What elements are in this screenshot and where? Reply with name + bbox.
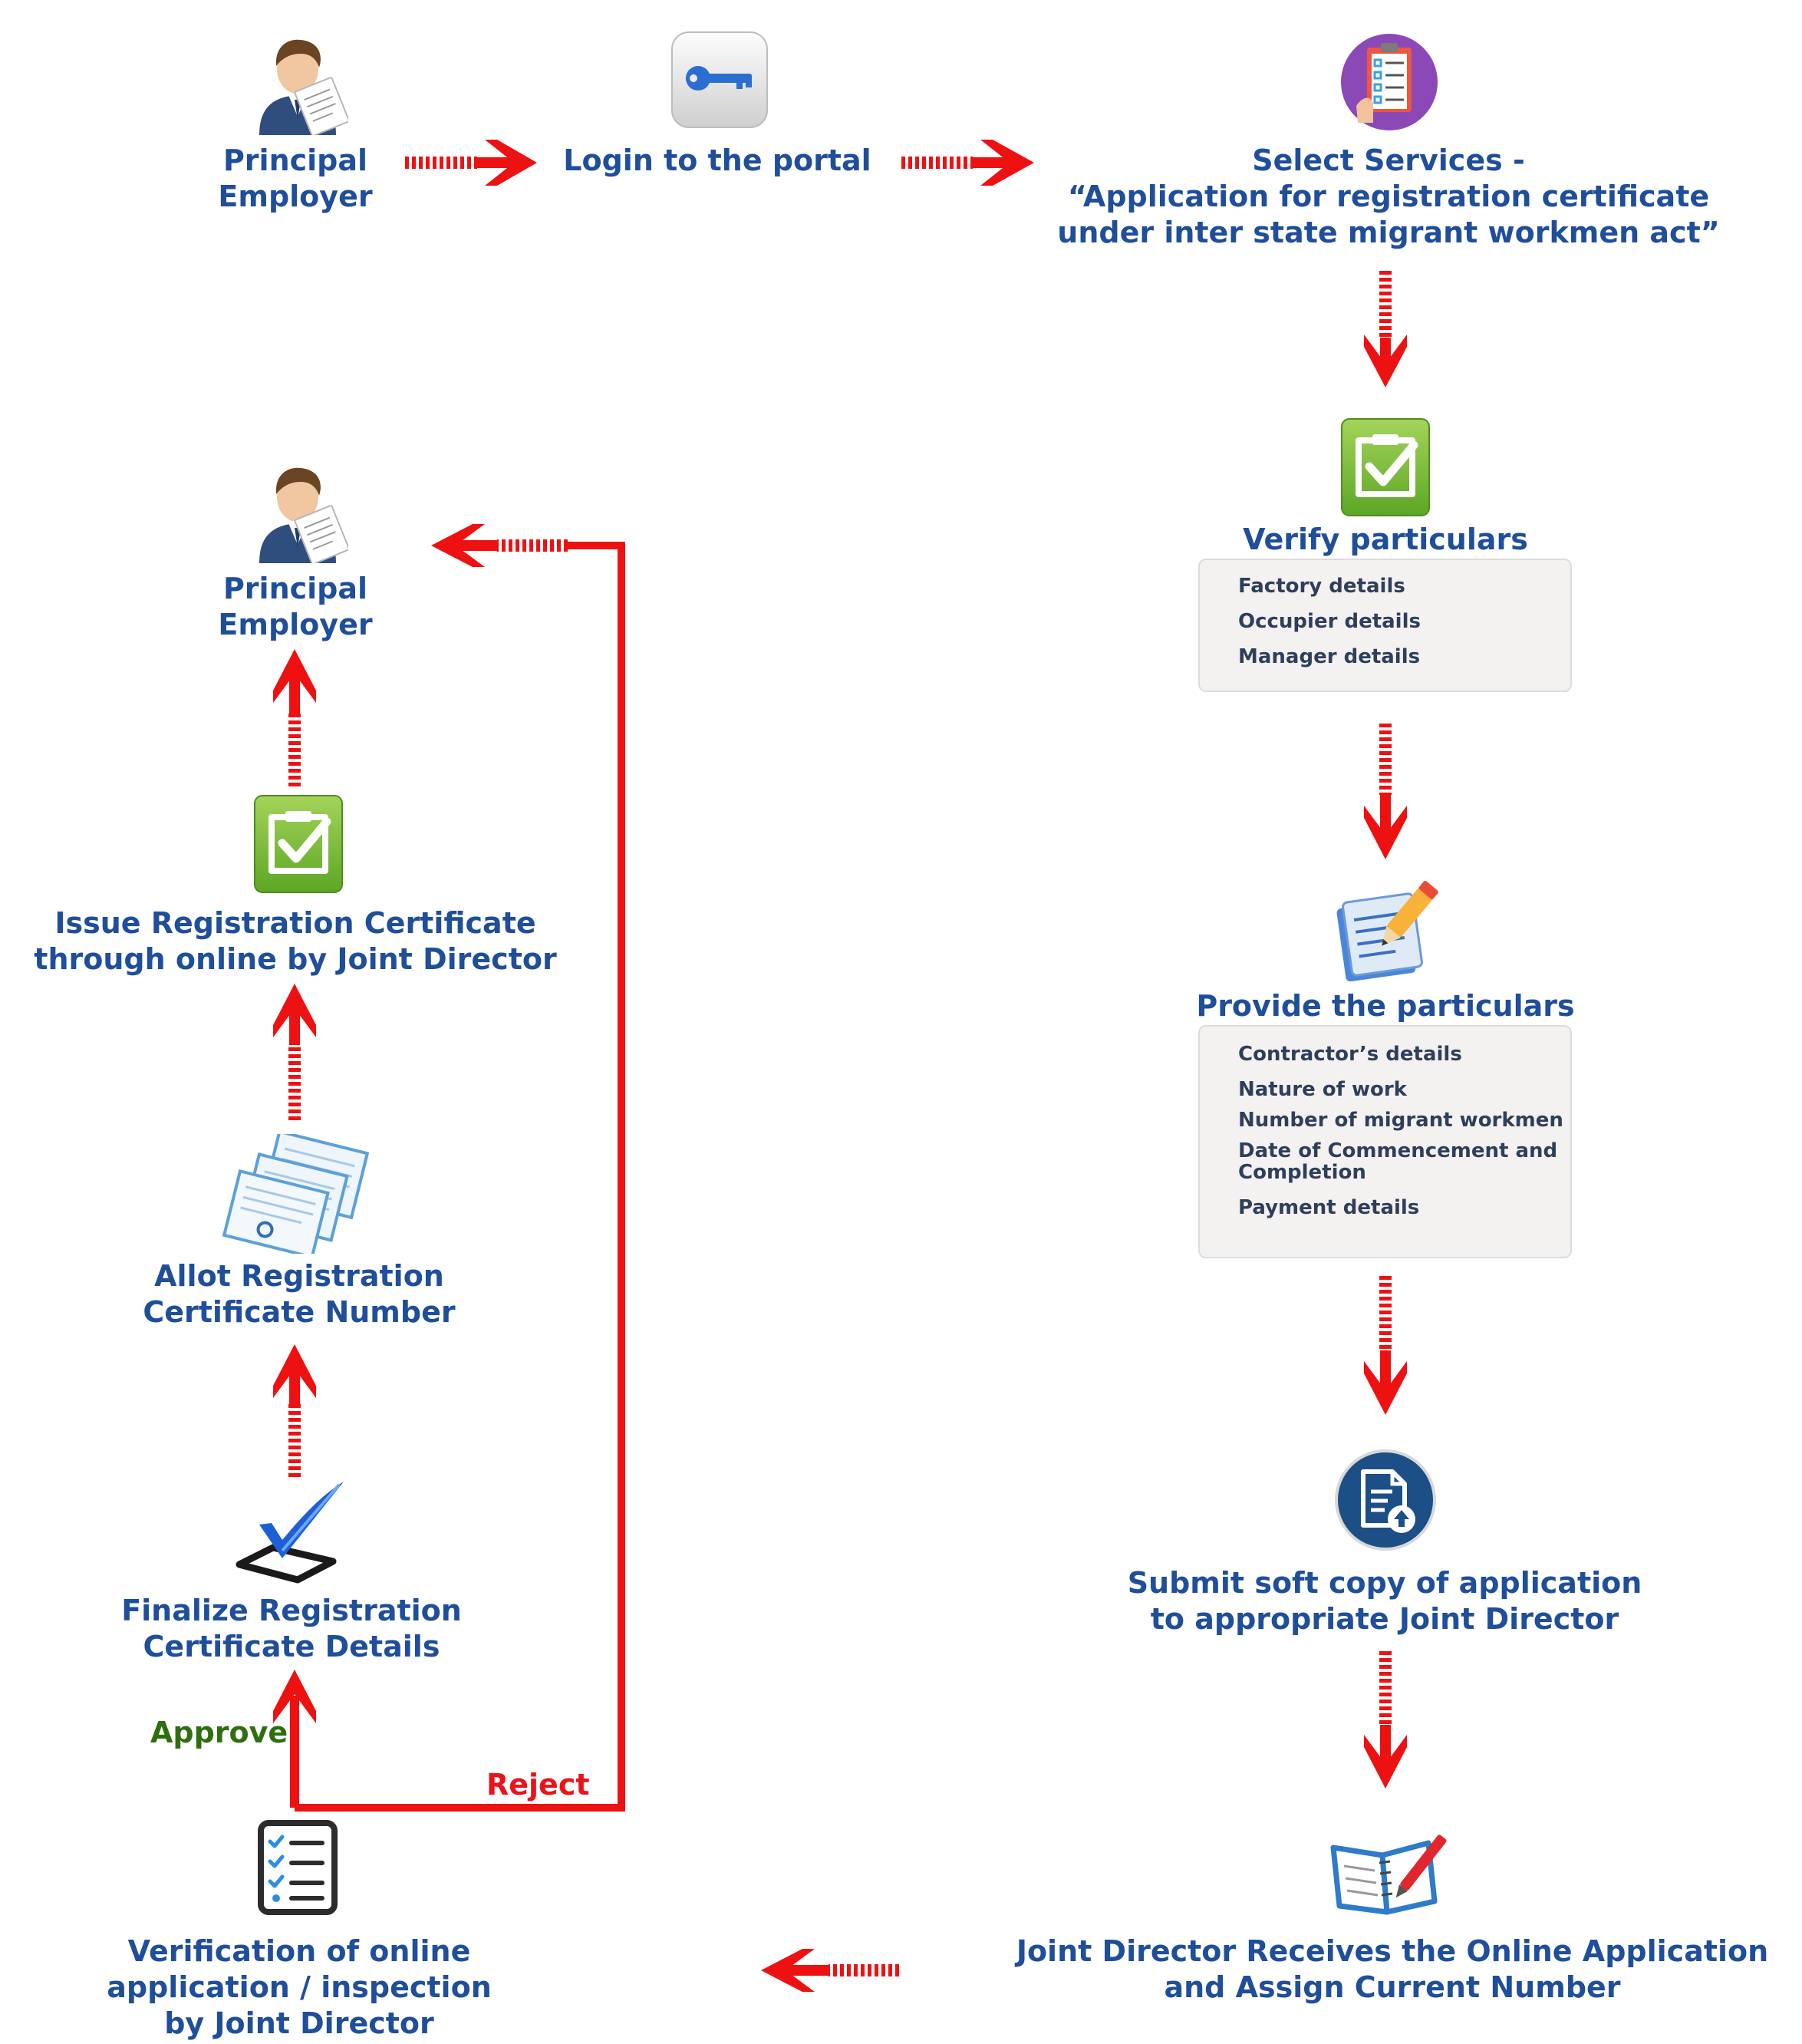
provide-details-box: Contractor’s details Nature of work Numb… — [1198, 1025, 1572, 1258]
node-jd-receives: Joint Director Receives the Online Appli… — [997, 1934, 1787, 2006]
arrow-services-to-verify — [1364, 271, 1407, 387]
arrow-allot-to-issue — [273, 984, 316, 1120]
node-label-line: Issue Registration Certificate — [54, 906, 536, 940]
node-label-line: Verification of online — [127, 1934, 471, 1968]
list-item: Factory details — [1238, 575, 1405, 598]
arrow-issue-to-employer — [273, 649, 316, 786]
node-login: Login to the portal — [552, 143, 882, 179]
list-item: Contractor’s details — [1238, 1043, 1462, 1066]
node-verify-particulars: Verify particulars — [1151, 522, 1620, 558]
list-item: Completion — [1238, 1161, 1366, 1184]
checkmark-icon — [236, 1482, 344, 1584]
node-provide-particulars: Provide the particulars — [1151, 988, 1620, 1024]
arrow-approve — [273, 1670, 316, 1808]
node-submit-soft-copy: Submit soft copy of application to appro… — [1105, 1565, 1665, 1637]
node-label-line: Certificate Details — [143, 1630, 440, 1663]
node-label-line: Finalize Registration — [121, 1594, 462, 1627]
node-verification: Verification of online application / ins… — [100, 1934, 499, 2042]
node-principal-employer-end: Principal Employer — [184, 571, 407, 643]
arrow-employer-to-login — [405, 140, 537, 186]
node-label-line: Principal — [222, 572, 368, 605]
document-pencil-icon — [1336, 881, 1438, 982]
node-label-line: to appropriate Joint Director — [1150, 1602, 1619, 1636]
node-allot: Allot Registration Certificate Number — [123, 1258, 476, 1330]
node-select-services: Select Services - “Application for regis… — [1051, 143, 1726, 251]
node-label-line: Joint Director Receives the Online Appli… — [1016, 1934, 1769, 1968]
document-upload-icon — [1335, 1449, 1436, 1551]
arrow-finalize-to-allot — [273, 1344, 316, 1477]
list-item: Occupier details — [1238, 610, 1421, 633]
node-label-line: “Application for registration certificat… — [1067, 180, 1710, 213]
clipboard-checklist-icon — [1341, 34, 1438, 130]
person-document-icon — [259, 39, 348, 135]
key-icon — [671, 31, 768, 128]
node-issue: Issue Registration Certificate through o… — [23, 905, 568, 977]
node-label-line: Principal — [222, 143, 368, 177]
node-label-line: Allot Registration — [154, 1259, 444, 1293]
list-item: Manager details — [1238, 645, 1421, 668]
arrow-verify-to-provide — [1364, 724, 1407, 859]
node-label-line: Select Services - — [1252, 143, 1525, 177]
node-label-line: application / inspection — [107, 1970, 492, 2004]
person-document-icon — [259, 467, 348, 563]
node-label-line: through online by Joint Director — [34, 942, 557, 976]
certificates-icon — [222, 1134, 370, 1254]
node-finalize: Finalize Registration Certificate Detail… — [107, 1593, 476, 1665]
node-label-line: and Assign Current Number — [1164, 1970, 1621, 2004]
approve-label: Approve — [150, 1716, 288, 1749]
green-checkbox-icon — [254, 795, 343, 893]
green-checkbox-icon — [1341, 418, 1430, 516]
node-label-line: Certificate Number — [143, 1295, 456, 1329]
verify-details-box: Factory details Occupier details Manager… — [1198, 559, 1572, 692]
node-label-line: Verify particulars — [1243, 523, 1528, 556]
node-label-line: Employer — [218, 180, 373, 213]
arrow-provide-to-submit — [1364, 1276, 1407, 1415]
notebook-pen-icon — [1330, 1835, 1447, 1915]
arrow-jd-to-verification — [761, 1949, 899, 1992]
list-item: Number of migrant workmen — [1238, 1109, 1563, 1132]
checklist-icon — [258, 1820, 338, 1915]
arrow-login-to-services — [901, 140, 1034, 186]
list-item: Nature of work — [1238, 1078, 1407, 1101]
node-label-line: Employer — [218, 608, 373, 641]
node-label-line: Submit soft copy of application — [1127, 1566, 1642, 1600]
list-item: Date of Commencement and — [1238, 1139, 1558, 1162]
reject-label: Reject — [486, 1768, 590, 1802]
node-label-line: under inter state migrant workmen act” — [1057, 216, 1720, 249]
arrow-reject-loop — [295, 524, 625, 1812]
node-principal-employer-top: Principal Employer — [184, 143, 407, 215]
node-label-line: Login to the portal — [563, 143, 871, 177]
arrow-submit-to-jd — [1364, 1651, 1407, 1788]
node-label-line: by Joint Director — [164, 2006, 434, 2040]
node-label-line: Provide the particulars — [1196, 989, 1575, 1023]
list-item: Payment details — [1238, 1196, 1420, 1219]
